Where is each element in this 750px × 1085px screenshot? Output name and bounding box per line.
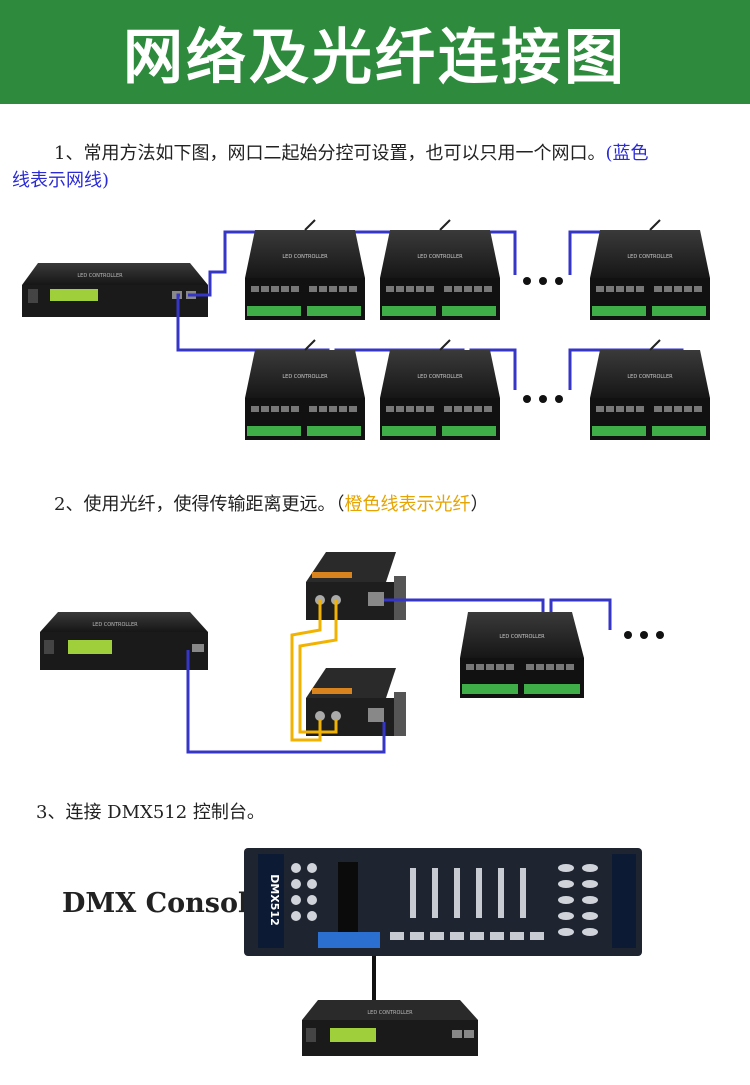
- section-1-description: 1、常用方法如下图，网口二起始分控可设置，也可以只用一个网口。: [54, 143, 606, 164]
- controller-row2-1: [244, 339, 366, 441]
- controller-row2-3: [589, 339, 711, 441]
- section-1-note-part2: 线表示网线): [12, 170, 110, 191]
- controller-row1-1: [244, 219, 366, 321]
- network-diagram: LED CONTROLLER LED CONTROLLER: [22, 219, 711, 441]
- svg-text:LED CONTROLLER: LED CONTROLLER: [92, 622, 138, 628]
- fiber-diagram: LED CONTROLLER LED CONTROLLER: [40, 552, 664, 754]
- section-3-text: 3、连接 DMX512 控制台。: [36, 802, 265, 823]
- svg-text:LED CONTROLLER: LED CONTROLLER: [77, 273, 123, 279]
- master-controller-3: LED CONTROLLER: [302, 1000, 478, 1056]
- master-controller-1: LED CONTROLLER: [22, 263, 208, 317]
- controller-row1-3: [589, 219, 711, 321]
- svg-text:LED CONTROLLER: LED CONTROLLER: [367, 1010, 413, 1016]
- network-cables-2: [186, 598, 612, 754]
- controller-row1-2: [379, 219, 501, 321]
- remote-controller: LED CONTROLLER: [460, 612, 584, 698]
- master-controller-2: LED CONTROLLER: [40, 612, 208, 670]
- section-1-note-part1: (蓝色: [605, 143, 649, 164]
- ellipsis-dots-2: [624, 631, 664, 639]
- svg-text:DMX512: DMX512: [268, 874, 281, 926]
- dmx-diagram: DMX512 LED CONTROLLER: [244, 848, 642, 1056]
- section-1-text: 1、常用方法如下图，网口二起始分控可设置，也可以只用一个网口。(蓝色: [54, 141, 744, 167]
- ellipsis-dots: [523, 277, 563, 403]
- fiber-cables: [290, 600, 338, 742]
- dmx-console: DMX512: [244, 848, 642, 956]
- svg-text:LED CONTROLLER: LED CONTROLLER: [499, 634, 545, 640]
- section-2-suffix: ）: [470, 494, 489, 515]
- controller-row2-2: [379, 339, 501, 441]
- page-title: 网络及光纤连接图: [123, 22, 627, 93]
- title-banner: 网络及光纤连接图: [0, 0, 750, 104]
- section-2-description: 2、使用光纤，使得传输距离更远。（: [54, 494, 345, 515]
- section-2-text: 2、使用光纤，使得传输距离更远。（橙色线表示光纤）: [54, 492, 488, 518]
- section-2-note: 橙色线表示光纤: [344, 494, 471, 515]
- dmx-console-label: DMX Console: [62, 888, 266, 919]
